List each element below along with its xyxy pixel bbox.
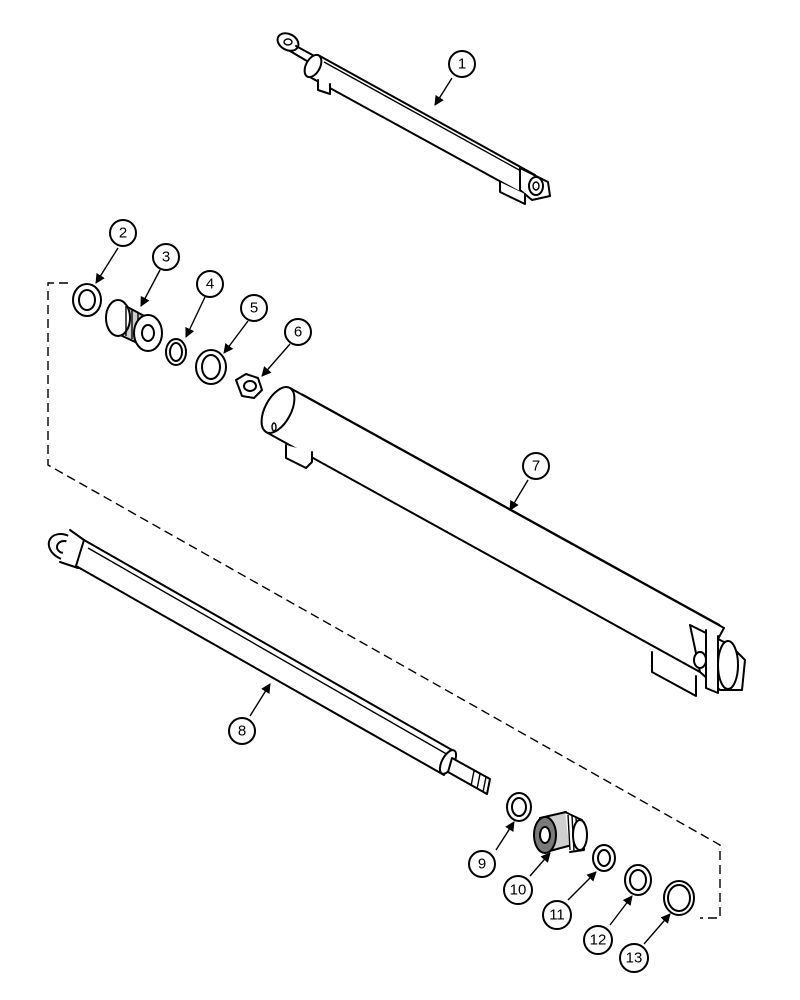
- svg-text:9: 9: [478, 856, 486, 873]
- leader-lines: [95, 77, 671, 945]
- callout-8: 8: [228, 717, 256, 745]
- callout-7: 7: [522, 452, 550, 480]
- callout-9: 9: [468, 850, 496, 878]
- piston-part: [105, 299, 163, 352]
- svg-text:4: 4: [206, 276, 214, 293]
- lock-nut-part: [235, 373, 263, 399]
- o-ring-part: [592, 844, 616, 872]
- svg-text:6: 6: [294, 324, 302, 341]
- svg-text:2: 2: [119, 225, 127, 242]
- callout-11: 11: [542, 900, 572, 930]
- callout-2: 2: [109, 219, 137, 247]
- svg-text:7: 7: [532, 458, 540, 475]
- seal-ring-part: [165, 338, 187, 366]
- assembly-boundary-dashed: [47, 282, 721, 919]
- gland-part: [533, 811, 588, 854]
- wear-ring-part: [72, 283, 102, 317]
- svg-text:11: 11: [549, 907, 565, 924]
- callout-4: 4: [196, 270, 224, 298]
- callout-13: 13: [619, 943, 649, 973]
- backup-ring-part: [195, 349, 227, 385]
- svg-text:12: 12: [590, 932, 607, 949]
- retaining-ring-part: [663, 880, 695, 916]
- cylinder-assembly-part: [276, 32, 551, 205]
- callout-6: 6: [284, 318, 312, 346]
- svg-text:1: 1: [458, 56, 466, 73]
- svg-text:10: 10: [510, 882, 527, 899]
- piston-rod-part: [47, 529, 491, 795]
- svg-text:3: 3: [162, 249, 170, 266]
- wiper-ring-part: [506, 792, 532, 822]
- svg-text:13: 13: [626, 950, 643, 967]
- callout-3: 3: [152, 243, 180, 271]
- cylinder-barrel-part: [260, 386, 746, 697]
- callout-5: 5: [240, 294, 268, 322]
- svg-text:8: 8: [238, 723, 246, 740]
- callout-10: 10: [503, 875, 533, 905]
- backup-ring-2-part: [624, 864, 652, 896]
- callout-12: 12: [583, 925, 613, 955]
- callout-1: 1: [448, 50, 476, 78]
- svg-text:5: 5: [250, 300, 258, 317]
